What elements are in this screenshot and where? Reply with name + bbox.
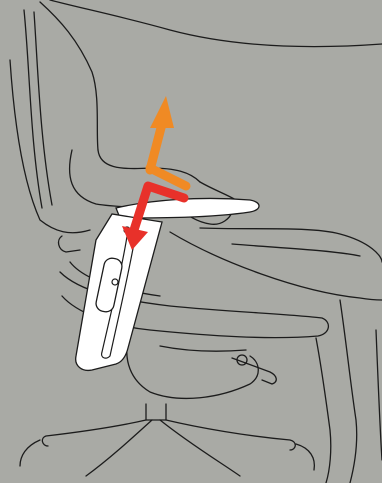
- chair-illustration: [0, 0, 382, 483]
- background: [0, 0, 382, 483]
- armrest-height-diagram: [0, 0, 382, 483]
